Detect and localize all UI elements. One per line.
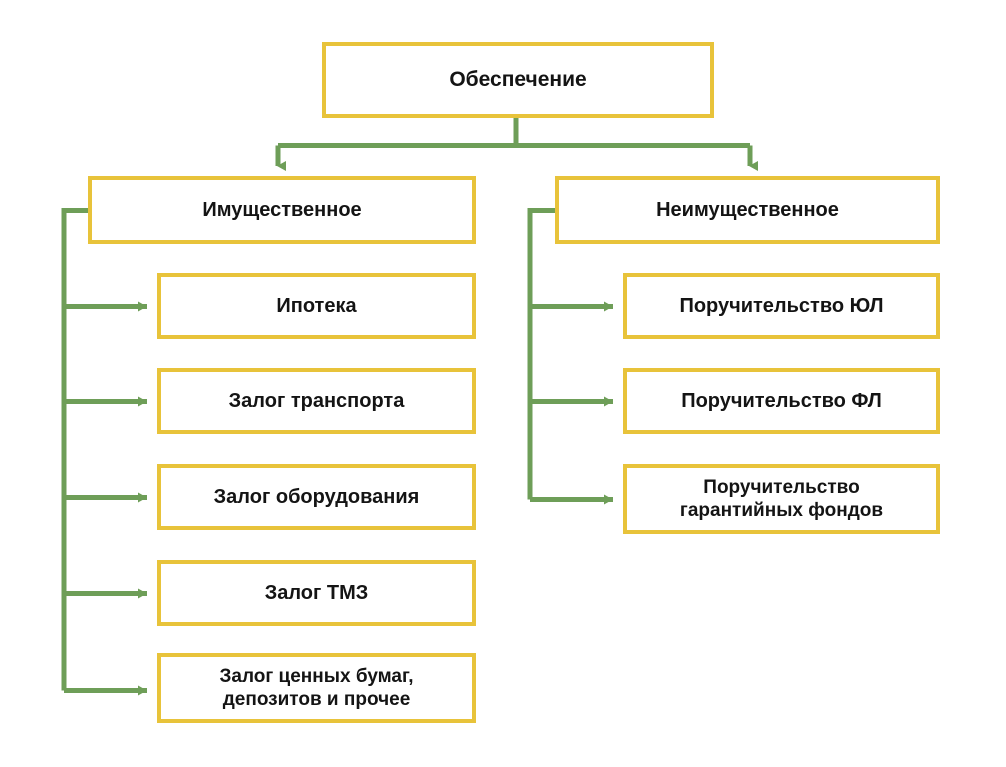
node-guarantee-funds-label: Поручительство гарантийных фондов	[679, 476, 884, 521]
left-branch-rail	[61, 208, 88, 691]
node-tmz-pledge-label: Залог ТМЗ	[264, 581, 369, 604]
right-branch-rail	[527, 208, 555, 500]
node-transport-pledge-label: Залог транспорта	[228, 389, 405, 412]
node-root[interactable]: Обеспечение	[322, 42, 714, 118]
node-guarantee-natural[interactable]: Поручительство ФЛ	[623, 368, 940, 434]
node-guarantee-natural-label: Поручительство ФЛ	[681, 389, 882, 412]
node-equipment-pledge[interactable]: Залог оборудования	[157, 464, 476, 530]
node-non-property-label: Неимущественное	[656, 198, 839, 221]
node-tmz-pledge[interactable]: Залог ТМЗ	[157, 560, 476, 626]
node-property[interactable]: Имущественное	[88, 176, 476, 244]
node-non-property[interactable]: Неимущественное	[555, 176, 940, 244]
node-securities-pledge[interactable]: Залог ценных бумаг, депозитов и прочее	[157, 653, 476, 723]
node-property-label: Имущественное	[202, 198, 362, 221]
node-securities-pledge-label: Залог ценных бумаг, депозитов и прочее	[219, 665, 414, 710]
node-transport-pledge[interactable]: Залог транспорта	[157, 368, 476, 434]
node-guarantee-funds[interactable]: Поручительство гарантийных фондов	[623, 464, 940, 534]
node-guarantee-legal[interactable]: Поручительство ЮЛ	[623, 273, 940, 339]
node-mortgage[interactable]: Ипотека	[157, 273, 476, 339]
node-guarantee-legal-label: Поручительство ЮЛ	[679, 294, 884, 317]
node-mortgage-label: Ипотека	[276, 294, 357, 317]
node-root-label: Обеспечение	[449, 68, 587, 92]
node-equipment-pledge-label: Залог оборудования	[213, 485, 420, 508]
